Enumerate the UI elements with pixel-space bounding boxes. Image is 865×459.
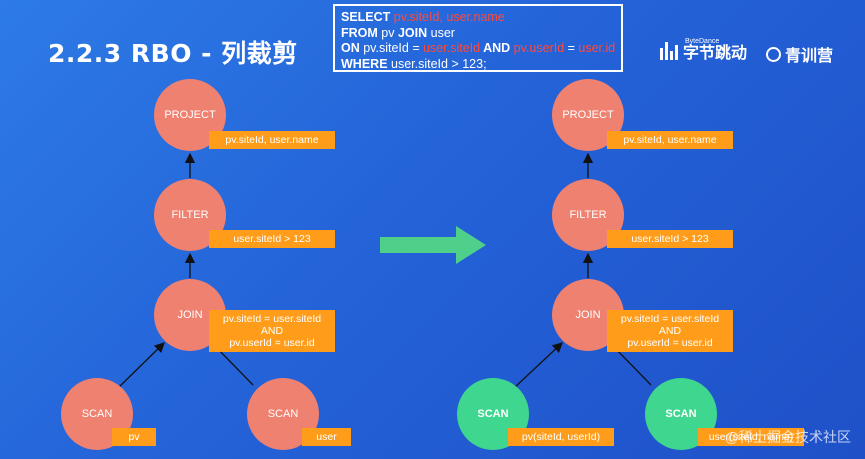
bytedance-bars-icon xyxy=(660,41,678,60)
left-scan-user-tag: user xyxy=(302,428,351,446)
left-join-tag: pv.siteId = user.siteId AND pv.userId = … xyxy=(209,310,335,352)
edge-right-scanpv-join xyxy=(513,342,563,389)
sql-line-from: FROM pv JOIN user xyxy=(341,25,455,40)
left-filter-tag: user.siteId > 123 xyxy=(209,230,335,248)
qingxun-circle-icon xyxy=(766,46,781,62)
right-filter-tag: user.siteId > 123 xyxy=(607,230,733,248)
left-project-tag: pv.siteId, user.name xyxy=(209,131,335,149)
edge-left-scanpv-join xyxy=(117,342,165,389)
right-scan-pv-tag: pv(siteId, userId) xyxy=(508,428,614,446)
sql-line-on: ON pv.siteId = user.siteId AND pv.userId… xyxy=(341,41,616,55)
qingxun-logo: 青训营 xyxy=(766,42,833,66)
right-project-tag: pv.siteId, user.name xyxy=(607,131,733,149)
bytedance-logo: ByteDance 字节跳动 xyxy=(660,38,747,63)
left-scan-pv-tag: pv xyxy=(112,428,156,446)
sql-line-select: SELECT pv.siteId, user.name xyxy=(341,10,505,24)
right-scan-user-tag: user(siteId, name) xyxy=(698,428,804,446)
transform-arrow-icon xyxy=(380,226,486,264)
right-join-tag: pv.siteId = user.siteId AND pv.userId = … xyxy=(607,310,733,352)
slide-title: 2.2.3 RBO - 列裁剪 xyxy=(48,39,298,68)
watermark-text: @稀土掘金技术社区 xyxy=(724,429,851,445)
sql-query-box: SELECT pv.siteId, user.name FROM pv JOIN… xyxy=(333,4,623,72)
sql-line-where: WHERE user.siteId > 123; xyxy=(341,56,487,71)
